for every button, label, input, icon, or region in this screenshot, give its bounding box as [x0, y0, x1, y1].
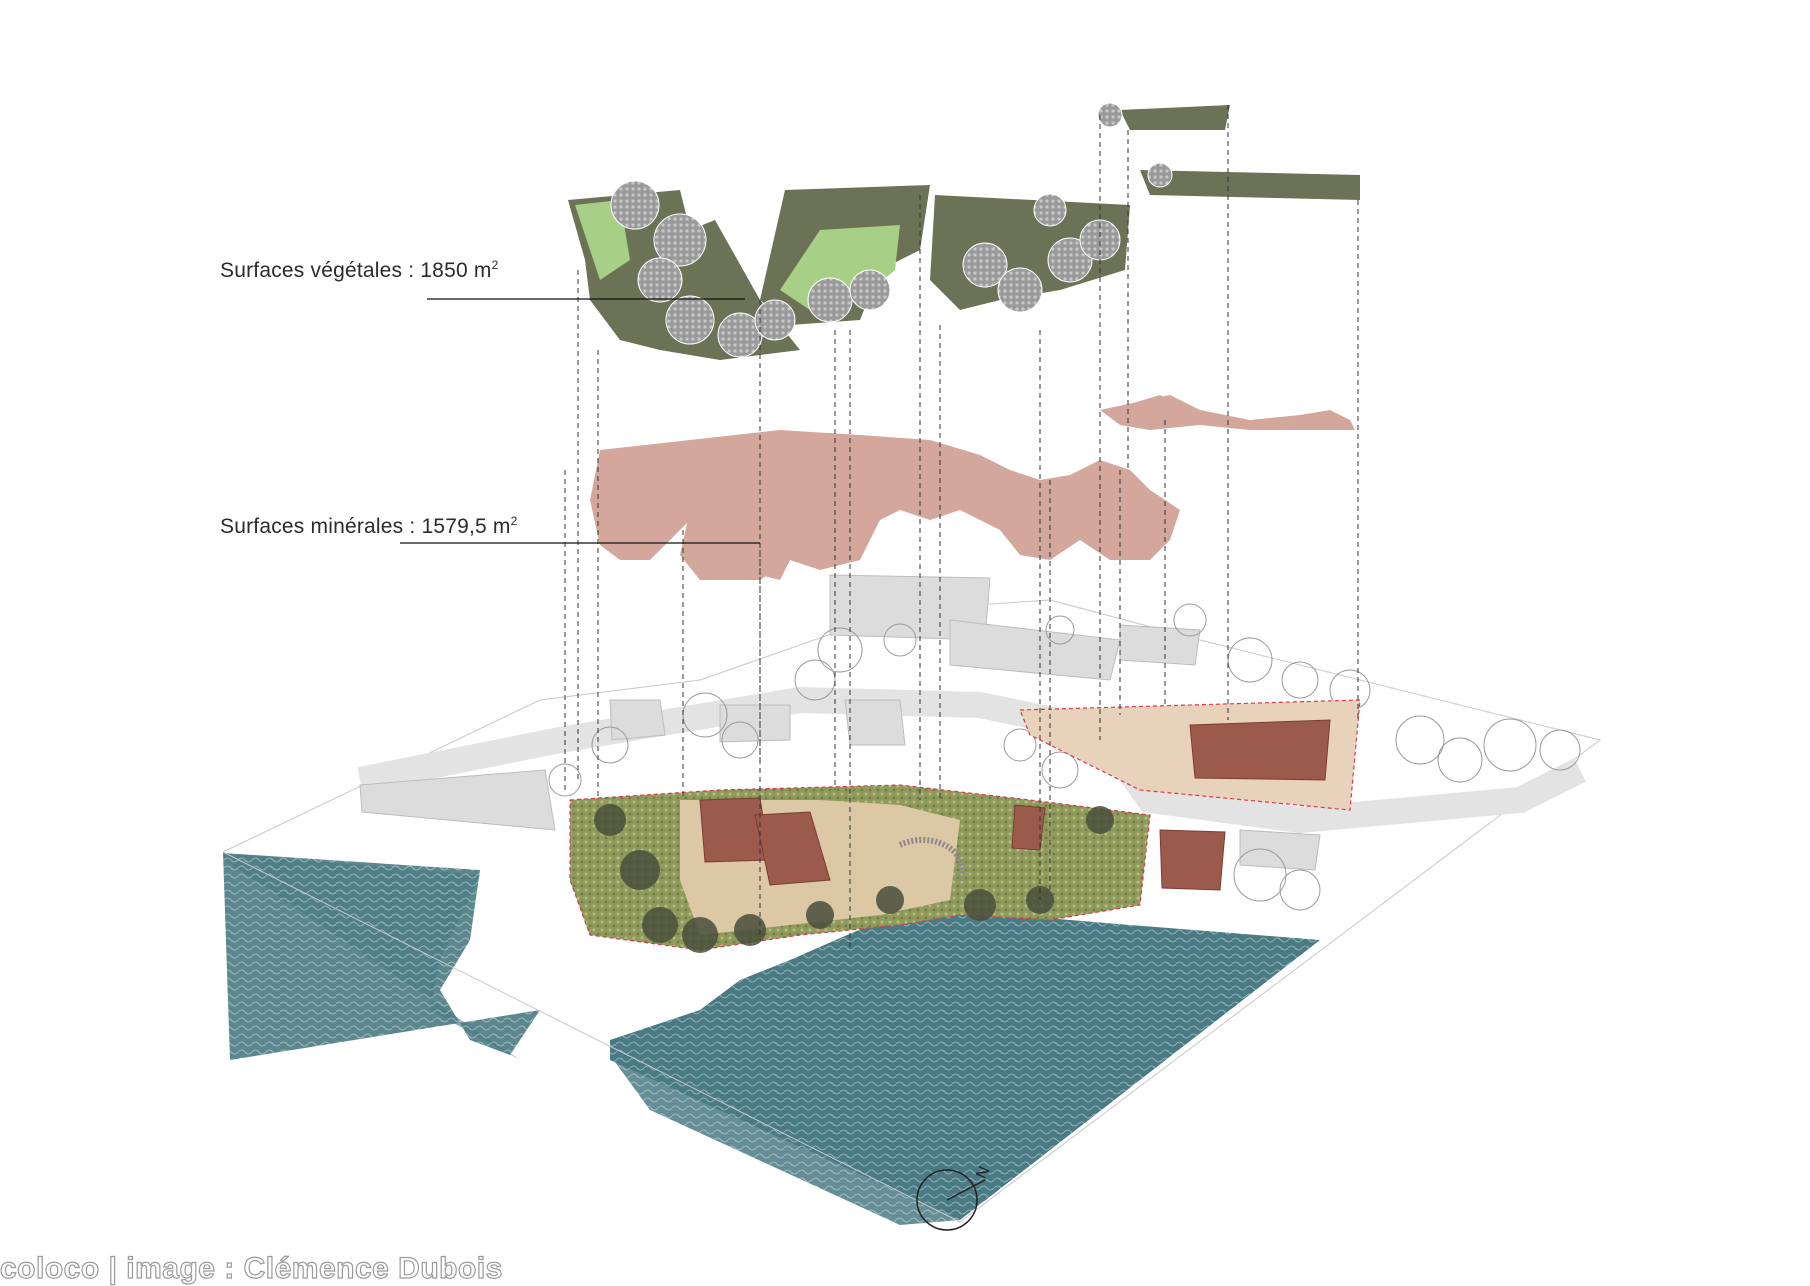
projection-lines	[564, 105, 1359, 950]
garden-roofs	[699, 797, 1226, 891]
mineral-surface-exponent: 2	[510, 514, 518, 528]
mineral-surface-label: Surfaces minérales : 1579,5 m2	[220, 514, 517, 539]
vegetal-north-strip	[1140, 170, 1360, 200]
mineral-surface-text: Surfaces minérales : 1579,5 m	[220, 515, 511, 538]
east-roofs	[1189, 719, 1331, 781]
amphitheatre	[898, 836, 966, 882]
vegetal-surface-label: Surfaces végétales : 1850 m2	[220, 258, 498, 283]
vegetal-surface-exponent: 2	[491, 258, 499, 272]
vegetal-surface-text: Surfaces végétales : 1850 m	[220, 259, 492, 282]
context-buildings	[359, 574, 1321, 871]
mineral-surfaces-layer	[590, 395, 1355, 580]
base-plan-layer: N	[222, 574, 1602, 1231]
context-trees	[548, 603, 1581, 911]
vegetal-north	[1120, 105, 1230, 130]
water-main-west	[610, 1055, 960, 1225]
garden-trees	[594, 804, 1114, 953]
image-credit: coloco | image : Clémence Dubois	[0, 1251, 503, 1285]
water-left-lower	[223, 853, 520, 1060]
vegetal-surfaces-layer	[568, 102, 1360, 360]
